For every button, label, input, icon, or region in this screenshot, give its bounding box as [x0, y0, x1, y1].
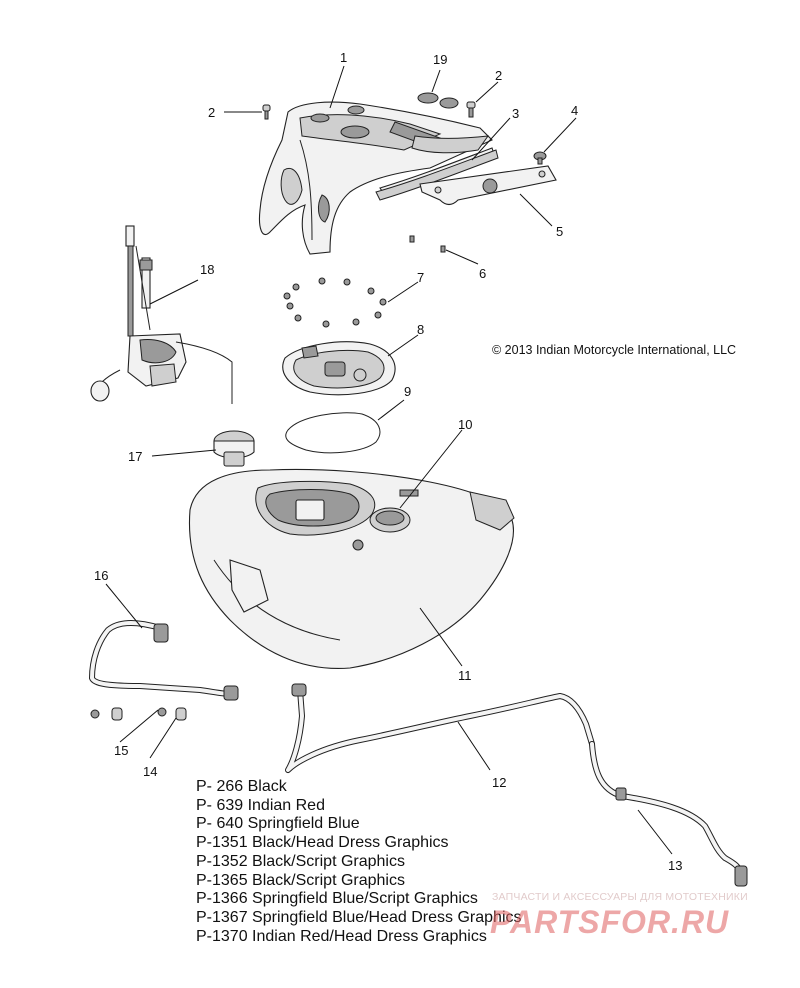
color-option: P-1365 Black/Script Graphics	[196, 871, 405, 889]
callout-16: 16	[94, 568, 108, 583]
callout-8: 8	[417, 322, 424, 337]
callout-11: 11	[458, 668, 472, 683]
part-19-plugs	[417, 92, 459, 109]
part-5-bracket-plate	[419, 165, 557, 206]
part-14-clip	[157, 707, 187, 721]
watermark-tagline: ЗАПЧАСТИ И АКСЕССУАРЫ ДЛЯ МОТОТЕХНИКИ	[492, 891, 748, 903]
color-option: P-1352 Black/Script Graphics	[196, 852, 405, 870]
callout-13: 13	[668, 858, 682, 873]
part-6-screws	[409, 235, 446, 253]
part-9-gasket	[285, 412, 381, 454]
callout-18: 18	[200, 262, 214, 277]
color-option: P-1367 Springfield Blue/Head Dress Graph…	[196, 908, 522, 926]
part-4-push-rivet	[533, 151, 547, 165]
callout-15: 15	[114, 743, 128, 758]
callout-5: 5	[556, 224, 563, 239]
part-13-fuel-line	[589, 741, 748, 887]
part-12-fuel-line	[285, 683, 595, 773]
watermark-brand: PARTSFOR.RU	[490, 904, 730, 940]
part-15-clip	[90, 707, 123, 721]
callout-12: 12	[492, 775, 506, 790]
color-options-list: P- 266 Black P- 639 Indian Red P- 640 Sp…	[196, 778, 522, 946]
part-1-console-cover	[258, 101, 493, 255]
callout-4: 4	[571, 103, 578, 118]
copyright-notice: © 2013 Indian Motorcycle International, …	[492, 343, 737, 357]
part-3-trim-strip	[375, 147, 499, 201]
callout-1: 1	[340, 50, 347, 65]
callout-2-left: 2	[208, 105, 215, 120]
part-11-fuel-tank	[188, 468, 515, 670]
callout-9: 9	[404, 384, 411, 399]
color-option: P- 266 Black	[196, 778, 287, 795]
color-option: P-1366 Springfield Blue/Script Graphics	[196, 890, 478, 908]
color-option: P- 639 Indian Red	[196, 796, 325, 814]
callout-3: 3	[512, 106, 519, 121]
color-option: P-1351 Black/Head Dress Graphics	[196, 834, 449, 852]
part-8-pump-flange	[282, 341, 396, 396]
callout-7: 7	[417, 270, 424, 285]
callout-19: 19	[433, 52, 447, 67]
part-7-nuts	[283, 277, 387, 328]
color-option: P-1370 Indian Red/Head Dress Graphics	[196, 927, 487, 945]
part-18-fuel-pump-assembly	[90, 225, 233, 404]
callout-2-right: 2	[495, 68, 502, 83]
part-16-hose	[89, 620, 239, 701]
leader-lines	[105, 65, 673, 855]
callout-6: 6	[479, 266, 486, 281]
callout-10: 10	[458, 417, 472, 432]
part-2-screw-right	[466, 101, 476, 118]
part-2-screw-left	[262, 104, 271, 120]
callout-numbers: 1 2 2 3 4 5 6 7 8 9 10 11 12 13 14 15 16…	[94, 50, 682, 873]
watermark: ЗАПЧАСТИ И АКСЕССУАРЫ ДЛЯ МОТОТЕХНИКИ PA…	[470, 888, 800, 948]
color-option: P- 640 Springfield Blue	[196, 815, 360, 833]
part-10-cover-cap	[369, 489, 419, 533]
callout-17: 17	[128, 449, 142, 464]
callout-14: 14	[143, 764, 157, 779]
